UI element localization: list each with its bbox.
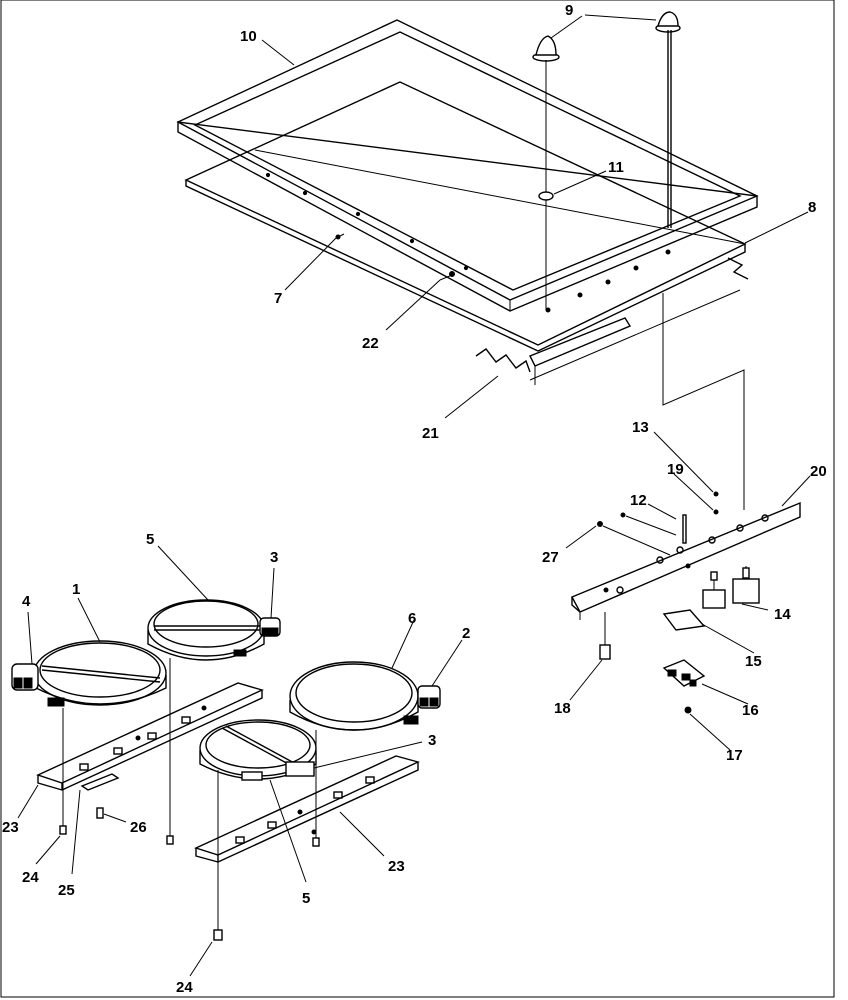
callout-18: 18 [554,700,571,717]
bracket-23-left [36,682,264,791]
callout-10: 10 [240,28,257,45]
callout-22: 22 [362,335,379,352]
screw-13 [713,491,719,497]
callout-3-top: 3 [270,549,278,566]
fasteners-bottom [59,658,320,941]
limiter-2 [417,685,441,709]
heating-element-1 [33,640,167,707]
leader-lines [17,14,811,977]
callout-20: 20 [810,463,827,480]
screw-26 [96,807,104,819]
callout-1: 1 [72,581,80,598]
callout-9: 9 [565,2,573,19]
callout-24-left: 24 [22,869,39,886]
callout-5-bottom: 5 [302,890,310,907]
screw-12 [620,512,687,544]
callout-12: 12 [630,492,647,509]
cooktop-frame-10 [176,19,759,312]
control-bracket-20 [571,501,801,620]
switch-14-left [702,571,726,609]
heating-element-6 [289,661,419,731]
callout-17: 17 [726,747,743,764]
callout-4: 4 [22,593,31,610]
screw-27 [597,521,671,556]
callout-3-bottom: 3 [428,732,436,749]
callout-19: 19 [667,461,684,478]
connector-line [662,293,745,510]
callout-14: 14 [774,606,791,623]
knob-9-left [532,35,560,310]
knob-9-right [655,11,681,228]
screw-17 [684,706,692,714]
callout-7: 7 [274,290,282,307]
callout-5-top: 5 [146,531,154,548]
callout-24-bottom: 24 [176,979,193,996]
plate-15 [662,609,706,631]
bracket-23-right [194,755,421,863]
heating-element-5-top [147,599,265,661]
callout-8: 8 [808,199,816,216]
callout-15: 15 [745,653,762,670]
bushing-18 [599,612,611,660]
terminal-block-16 [662,659,706,687]
callout-labels: 10 9 11 8 7 22 21 13 19 12 20 27 14 15 1… [2,2,827,996]
washer-19 [713,509,719,515]
washer-11 [538,191,554,201]
callout-25: 25 [58,882,75,899]
screw-7 [335,233,345,240]
callout-6: 6 [408,610,416,627]
front-trim-strip-21 [475,257,749,385]
callout-26: 26 [130,819,147,836]
glass-top-8 [184,81,747,352]
callout-23-right: 23 [388,858,405,875]
limiter-4 [11,663,39,691]
screw-22 [439,271,455,281]
limiter-3-top [259,617,281,637]
switch-14-right [732,566,760,604]
callout-27: 27 [542,549,559,566]
callout-2: 2 [462,625,470,642]
callout-21: 21 [422,425,439,442]
clip-25 [80,773,120,791]
limiter-3-bottom [285,761,315,777]
callout-13: 13 [632,419,649,436]
callout-11: 11 [608,159,624,176]
callout-23-left: 23 [2,819,19,836]
callout-16: 16 [742,702,759,719]
